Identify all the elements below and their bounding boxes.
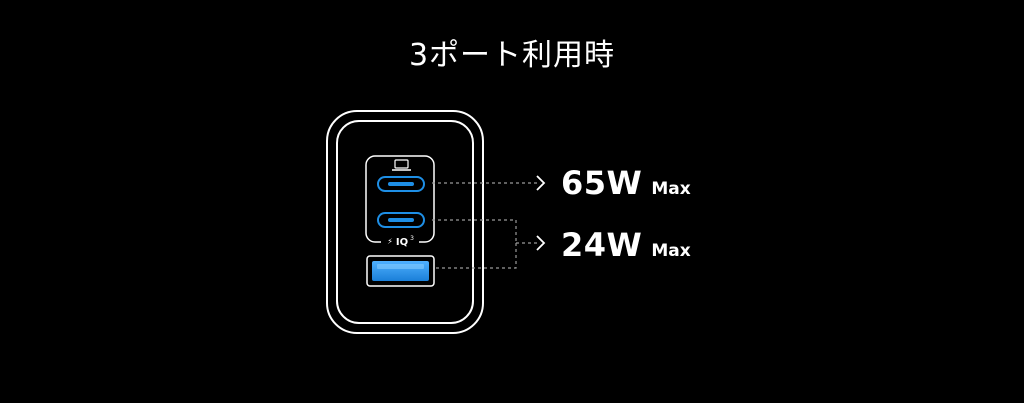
output-24w-value: 24W xyxy=(561,226,643,264)
output-24w-label: 24W Max xyxy=(561,226,691,264)
output-65w-value: 65W xyxy=(561,164,643,202)
usbc-port-1 xyxy=(377,176,425,192)
arrow-24w-icon xyxy=(536,235,546,251)
usba-port xyxy=(366,255,435,287)
output-24w-unit: Max xyxy=(651,241,691,261)
page-title: 3ポート利用時 xyxy=(408,38,616,73)
iq3-badge: ⚡ IQ 3 xyxy=(381,234,419,248)
usbc-port-panel xyxy=(365,155,435,243)
arrow-heads xyxy=(536,175,546,251)
arrow-65w-icon xyxy=(536,175,546,191)
connector-usba-24w xyxy=(436,243,517,269)
connector-lines xyxy=(432,182,538,269)
connector-port2-24w xyxy=(432,219,517,243)
iq-text: IQ xyxy=(396,237,408,248)
output-65w-unit: Max xyxy=(651,179,691,199)
lightning-icon: ⚡ xyxy=(387,237,393,246)
charger-body xyxy=(326,110,484,334)
iq-superscript: 3 xyxy=(410,235,414,242)
laptop-icon xyxy=(392,159,411,171)
output-65w-label: 65W Max xyxy=(561,164,691,202)
usbc-port-2 xyxy=(377,212,425,228)
